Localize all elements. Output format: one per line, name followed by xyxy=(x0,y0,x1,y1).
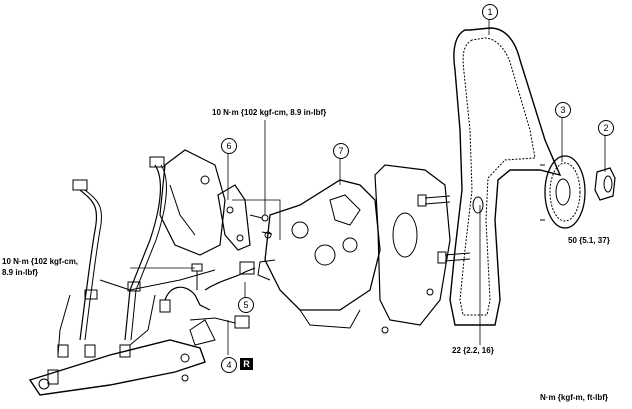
camshaft-pulley xyxy=(540,155,586,229)
callout-6: 6 xyxy=(221,138,237,154)
engine-block-section xyxy=(159,149,226,256)
leader-lines xyxy=(130,20,606,355)
units-legend: N·m {kgf-m, ft-lbf} xyxy=(540,393,608,402)
callout-7: 7 xyxy=(333,143,349,159)
common-rail xyxy=(28,339,206,396)
bracket xyxy=(217,184,273,251)
callout-3: 3 xyxy=(555,102,571,118)
callout-2: 2 xyxy=(598,120,614,136)
callout-1: 1 xyxy=(482,4,498,20)
torque-label-clamp-bolt-line2: 8.9 in-lbf} xyxy=(2,268,39,277)
callout-4: 4 xyxy=(221,357,237,373)
injection-pipes xyxy=(57,156,216,358)
torque-label-clamp-bolt-line1: 10 N·m {102 kgf-cm, xyxy=(2,257,79,266)
pump-bolts xyxy=(417,194,484,264)
torque-label-bracket-bolt: 10 N·m {102 kgf-cm, 8.9 in-lbf} xyxy=(212,108,327,117)
torque-label-pulley-nut: 50 {5.1, 37} xyxy=(568,236,610,245)
timing-belt xyxy=(449,27,562,326)
torque-label-pump-bolt: 22 {2.2, 16} xyxy=(452,346,494,355)
supply-pump xyxy=(257,179,381,329)
callout-5: 5 xyxy=(238,297,254,313)
clamp-bolt xyxy=(191,263,203,290)
replace-part-mark: R xyxy=(240,358,253,370)
timing-plate xyxy=(374,164,451,334)
pulley-nut xyxy=(594,167,616,201)
